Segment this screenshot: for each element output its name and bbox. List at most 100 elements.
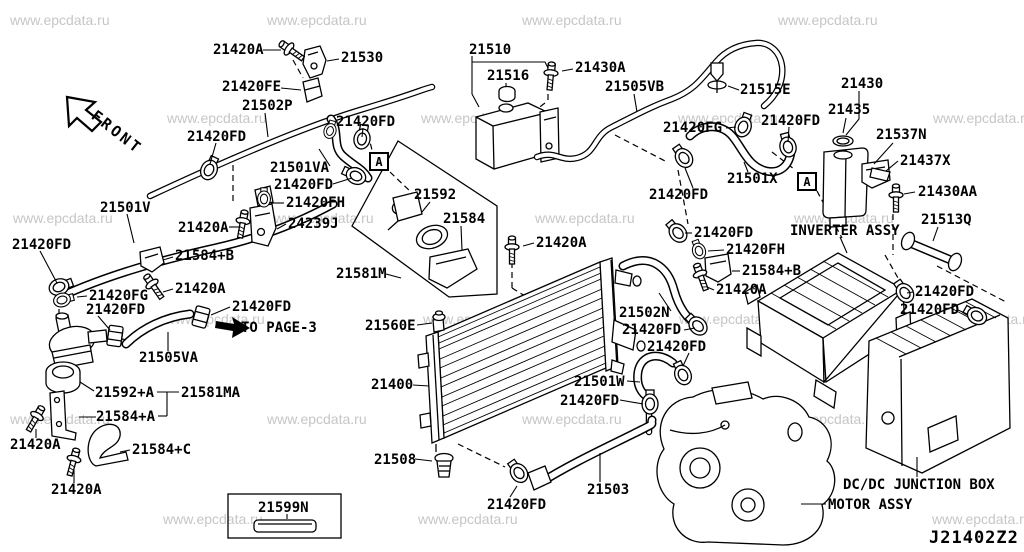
watermark: www.epcdata.ru bbox=[535, 210, 635, 226]
part-label-21430aa: 21430AA bbox=[918, 184, 978, 200]
part-label-21584-b: 21584+B bbox=[742, 263, 802, 279]
plug-21508-drawing bbox=[434, 452, 454, 478]
part-label-21501va: 21501VA bbox=[270, 160, 330, 176]
part-label-21537n: 21537N bbox=[876, 127, 927, 143]
seal-kit-box-21599n bbox=[227, 493, 342, 539]
part-label-21560e: 21560E bbox=[365, 318, 416, 334]
part-label-21420fd: 21420FD bbox=[900, 302, 960, 318]
bracket-21530-drawing bbox=[302, 45, 327, 103]
part-label-21420fd: 21420FD bbox=[560, 393, 620, 409]
part-label-21510: 21510 bbox=[469, 42, 512, 58]
part-label-21420fd: 21420FD bbox=[622, 322, 682, 338]
part-label-21503: 21503 bbox=[587, 482, 630, 498]
part-label-21599n: 21599N bbox=[258, 500, 309, 516]
part-label-21420fd: 21420FD bbox=[86, 302, 146, 318]
part-label-21420fd: 21420FD bbox=[336, 114, 396, 130]
watermark: www.epcdata.ru bbox=[10, 12, 110, 28]
watermark: www.epcdata.ru bbox=[167, 110, 267, 126]
part-label-21420fd: 21420FD bbox=[915, 284, 975, 300]
grommet-21560e-drawing bbox=[432, 310, 446, 322]
part-label-21420a: 21420A bbox=[10, 437, 61, 453]
bracket-21584b-right-drawing bbox=[704, 253, 732, 283]
thermostat-group-drawing bbox=[351, 140, 498, 298]
part-label-21584: 21584 bbox=[443, 211, 486, 227]
clip-21515e-drawing bbox=[707, 62, 727, 93]
watermark: www.epcdata.ru bbox=[522, 411, 622, 427]
to-page-arrow bbox=[215, 317, 250, 338]
part-label-dc-dc-junction-box: DC/DC JUNCTION BOX bbox=[843, 477, 995, 493]
watermark: www.epcdata.ru bbox=[678, 110, 778, 126]
ring-21592a-drawing bbox=[45, 361, 81, 394]
part-label-24239j: 24239J bbox=[288, 216, 339, 232]
part-label-21530: 21530 bbox=[341, 50, 384, 66]
bracket-21584b-left-drawing bbox=[139, 246, 165, 273]
part-label-21420fg: 21420FG bbox=[663, 120, 723, 136]
part-label-21420a: 21420A bbox=[178, 220, 229, 236]
section-marker-a: A bbox=[797, 172, 817, 191]
part-label-21420a: 21420A bbox=[51, 482, 102, 498]
part-label-21430: 21430 bbox=[841, 76, 884, 92]
part-label-21501v: 21501V bbox=[100, 200, 151, 216]
leader-lines bbox=[35, 49, 968, 505]
part-label-21435: 21435 bbox=[828, 102, 871, 118]
part-label-21420fd: 21420FD bbox=[487, 497, 547, 513]
part-label-21420a: 21420A bbox=[716, 282, 767, 298]
part-label-21584-c: 21584+C bbox=[132, 442, 192, 458]
bracket-21584c-drawing bbox=[87, 423, 129, 467]
part-label-21420fd: 21420FD bbox=[694, 225, 754, 241]
radiator-drawing bbox=[417, 257, 646, 452]
watermark: www.epcdata.ru bbox=[267, 12, 367, 28]
watermark: www.epcdata.ru bbox=[933, 110, 1024, 126]
label-to-page-3: TO PAGE-3 bbox=[241, 320, 317, 336]
part-label-21505va: 21505VA bbox=[139, 350, 199, 366]
part-label-21584-a: 21584+A bbox=[96, 409, 156, 425]
part-label-21420fd: 21420FD bbox=[761, 113, 821, 129]
part-label-21581m: 21581M bbox=[336, 266, 387, 282]
hose-21501v-drawing bbox=[57, 199, 338, 301]
bracket-21584a-drawing bbox=[49, 390, 77, 441]
watermark: www.epcdata.ru bbox=[932, 511, 1024, 527]
part-label-21592-a: 21592+A bbox=[95, 385, 155, 401]
part-label-21420fd: 21420FD bbox=[647, 339, 707, 355]
reservoir-tank-21510-drawing bbox=[475, 85, 560, 170]
watermark: www.epcdata.ru bbox=[418, 511, 518, 527]
part-label-inverter-assy: INVERTER ASSY bbox=[790, 223, 900, 239]
watermark: www.epcdata.ru bbox=[13, 210, 113, 226]
part-label-21420fd: 21420FD bbox=[187, 129, 247, 145]
hose-21513q-drawing bbox=[900, 231, 963, 272]
part-label-21502p: 21502P bbox=[242, 98, 293, 114]
part-label-21420a: 21420A bbox=[536, 235, 587, 251]
part-label-21420fg: 21420FG bbox=[89, 288, 149, 304]
hose-21501x-drawing bbox=[685, 122, 796, 177]
section-marker-a: A bbox=[369, 152, 389, 171]
hose-21505va-drawing bbox=[121, 309, 195, 349]
watermark: www.epcdata.ru bbox=[267, 411, 367, 427]
part-label-21420fd: 21420FD bbox=[232, 299, 292, 315]
part-label-21420fd: 21420FD bbox=[274, 177, 334, 193]
part-label-21437x: 21437X bbox=[900, 153, 951, 169]
part-label-21420fd: 21420FD bbox=[649, 187, 709, 203]
hose-21505vb-drawing bbox=[533, 39, 786, 163]
motor-assy-drawing bbox=[656, 381, 836, 546]
part-label-21592: 21592 bbox=[414, 187, 457, 203]
watermark: www.epcdata.ru bbox=[163, 511, 263, 527]
part-label-21420a: 21420A bbox=[213, 42, 264, 58]
part-label-21516: 21516 bbox=[487, 68, 530, 84]
part-label-21508: 21508 bbox=[374, 452, 417, 468]
part-label-21420fe: 21420FE bbox=[222, 79, 282, 95]
hose-21503-drawing bbox=[527, 415, 657, 491]
part-label-21400: 21400 bbox=[371, 377, 414, 393]
part-label-21420fh: 21420FH bbox=[286, 195, 346, 211]
overflow-tank-21430-drawing bbox=[822, 135, 891, 228]
part-label-21581ma: 21581MA bbox=[181, 385, 241, 401]
part-label-21505vb: 21505VB bbox=[605, 79, 665, 95]
part-label-21584-b: 21584+B bbox=[175, 248, 235, 264]
part-label-21501x: 21501X bbox=[727, 171, 778, 187]
part-label-motor-assy: MOTOR ASSY bbox=[828, 497, 913, 513]
part-label-21502n: 21502N bbox=[619, 305, 670, 321]
dcdc-junction-box-drawing bbox=[865, 298, 1011, 474]
